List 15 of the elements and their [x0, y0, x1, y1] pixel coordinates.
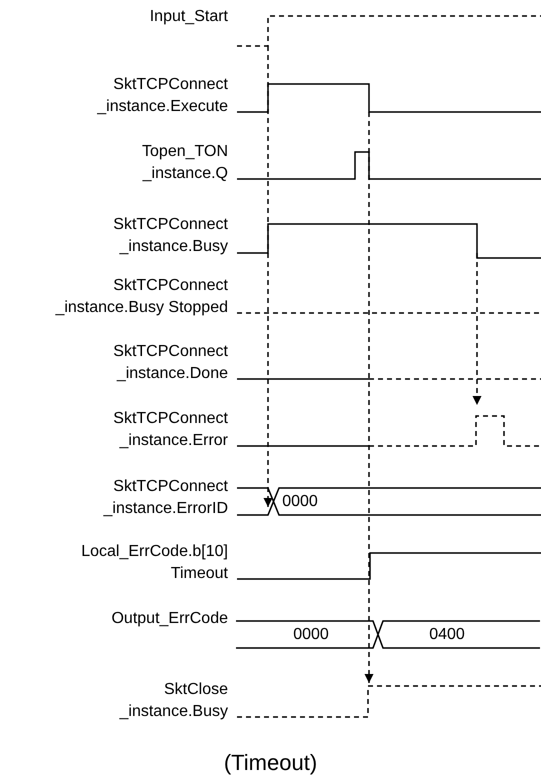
- signal-name: Topen_TON _instance.Q: [141, 142, 228, 184]
- signal-name: SktClose _instance.Busy: [118, 680, 228, 722]
- signal-name: SktTCPConnect _instance.ErrorID: [102, 477, 228, 519]
- signal-name: SktTCPConnect _instance.Done: [112, 342, 228, 384]
- signal-name: SktTCPConnect _instance.Busy: [112, 215, 228, 257]
- caption: (Timeout): [222, 750, 318, 776]
- bus-value: 0000: [282, 493, 318, 511]
- signal-name: SktTCPConnect _instance.Error: [112, 409, 228, 451]
- signal-name: Input_Start: [148, 7, 228, 27]
- bus-value: 0400: [429, 626, 465, 644]
- signal-name: Local_ErrCode.b[10] Timeout: [80, 542, 228, 584]
- bus-value: 0000: [293, 626, 329, 644]
- signal-name: SktTCPConnect _instance.Execute: [96, 75, 228, 117]
- signal-name: SktTCPConnect _instance.Busy Stopped: [54, 276, 228, 318]
- signal-name: Output_ErrCode: [110, 609, 228, 629]
